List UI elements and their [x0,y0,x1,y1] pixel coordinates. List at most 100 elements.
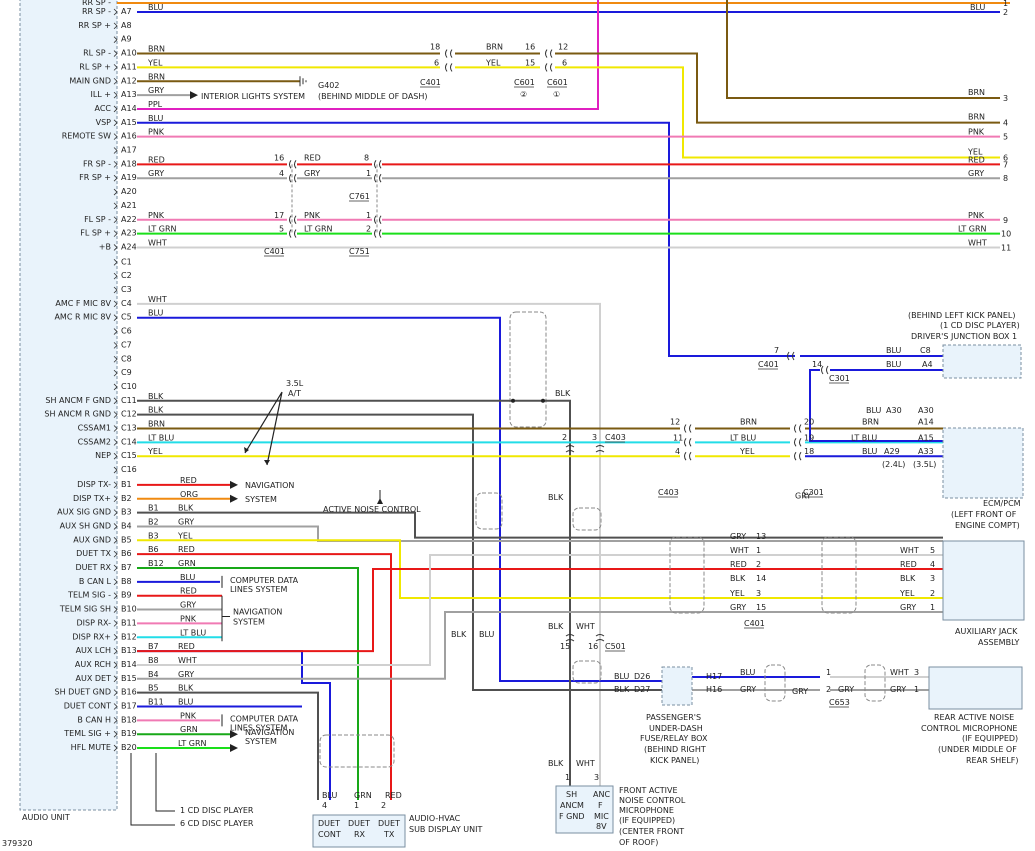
wire-end-num: 7 [1003,160,1008,169]
wire-label: SYSTEM [245,495,277,504]
wire-label: BLU [479,630,495,639]
pin-arrow [113,564,118,572]
passenger-l1: PASSENGER'S [646,713,701,722]
pin-number: C7 [121,340,132,349]
wire-label: 6 [562,58,567,67]
wire-label: GRY [148,169,164,178]
splice-dot [511,398,515,403]
wire-label: 13 [756,532,766,541]
wire-label: 3 [594,773,599,782]
connector-symbol [684,424,692,433]
wire-label: BLU [148,114,164,123]
pin-name: REMOTE SW [62,132,111,141]
front-mic-p2: ANC [593,790,610,799]
wire-label: PPL [148,100,163,109]
wire-label: BLK [548,759,564,768]
pin-name: RL SP + [79,62,111,71]
pin-arrow [113,147,118,154]
wire-label: 12 [670,418,680,427]
wire-end-num: 11 [1001,243,1011,252]
connector-symbol [289,229,297,238]
pin-arrow [113,174,118,182]
passenger-l5: KICK PANEL) [650,756,699,765]
connector-symbol [289,160,297,169]
wire-label: GRN [354,791,372,800]
wire-label: B12 [148,559,164,568]
wire-end-num: 9 [1003,216,1008,225]
pin-name: +B [99,242,111,251]
connector-c403: C403 [658,488,679,497]
front-mic-p1: SH [566,790,577,799]
aux-jack-title1: AUXILIARY JACK [955,627,1018,636]
pin-name: DISP TX- [77,480,111,489]
wire-label: WHT [148,238,167,247]
pin-number: B12 [121,632,137,641]
aux-jack-title2: ASSEMBLY [978,638,1019,647]
wire-label: 4 [675,447,680,456]
wire-label: LT GRN [958,225,987,234]
wire-label: WHT [178,656,197,665]
connector-symbol [374,173,382,183]
wire-label: 7 [774,346,779,355]
wire-label: YEL [967,148,983,157]
shield-loop [319,734,395,768]
arrow-icon [230,730,238,739]
wire-label: 17 [274,211,284,220]
pin-number: A22 [121,215,137,224]
pin-arrow [113,328,118,335]
pin-arrow [113,286,118,294]
wire-label: GRY [795,492,811,501]
passenger-l4: (BEHIND RIGHT [644,745,706,754]
wire-label: RED [178,642,195,651]
wire-label: GRN [180,725,198,734]
audio-unit-title: AUDIO UNIT [22,813,70,822]
wire-label: BLK [178,684,194,693]
pin-number: B5 [121,535,132,544]
wire-label: YEL [739,447,755,456]
wire-label: BLK [451,630,467,639]
driver-jb-line1: (BEHIND LEFT KICK PANEL) [908,311,1016,320]
connector-symbol [289,215,297,225]
wire-label: A4 [922,360,933,369]
pin-name: DISP RX+ [72,632,111,641]
wire-label: LT BLU [148,433,174,442]
shield-loop [764,664,786,702]
pin-number: B18 [121,715,137,724]
wire-label: BLK [178,504,194,513]
connector-symbol [545,49,553,58]
wire-label: GRY [304,169,320,178]
pin-number: B13 [121,646,137,655]
pin-arrow [113,633,118,641]
duet-p1: DUET [318,819,340,828]
pin-arrow [113,744,118,752]
pin-arrow [113,244,118,251]
pin-arrow [113,133,118,140]
connector-symbol [595,634,605,642]
wire-a11c [555,66,1000,159]
annot-cd6: 6 CD DISC PLAYER [180,819,254,828]
driver-jb-line2: (1 CD DISC PLAYER) [940,321,1020,330]
pin-number: B14 [121,660,137,669]
wire-label: RED [385,791,402,800]
wire-label: WHT [576,759,595,768]
wire-label: BRN [148,72,165,81]
duet-p1b: CONT [318,830,341,839]
wire-label: 1 [930,603,935,612]
wire-end-num: 5 [1003,133,1008,142]
pin-arrow [113,216,118,224]
wire-label: GRY [148,86,164,95]
pin-name: VSP [96,118,112,127]
wire-label: GRY [900,603,916,612]
wire-label: YEL [485,58,501,67]
wire-label: LT BLU [730,433,756,442]
wire-label: 11 [673,433,683,442]
pin-number: C3 [121,285,132,294]
shield-loop [864,664,886,702]
connector-symbol [595,445,605,453]
wire-brn-3 [726,0,1000,99]
wire-label: 1 [826,668,831,677]
pin-arrow [113,703,118,710]
rear-mic-l5: REAR SHELF) [966,756,1019,765]
wire-label: LT BLU [180,628,206,637]
wire-label: NAVIGATION [233,607,282,616]
